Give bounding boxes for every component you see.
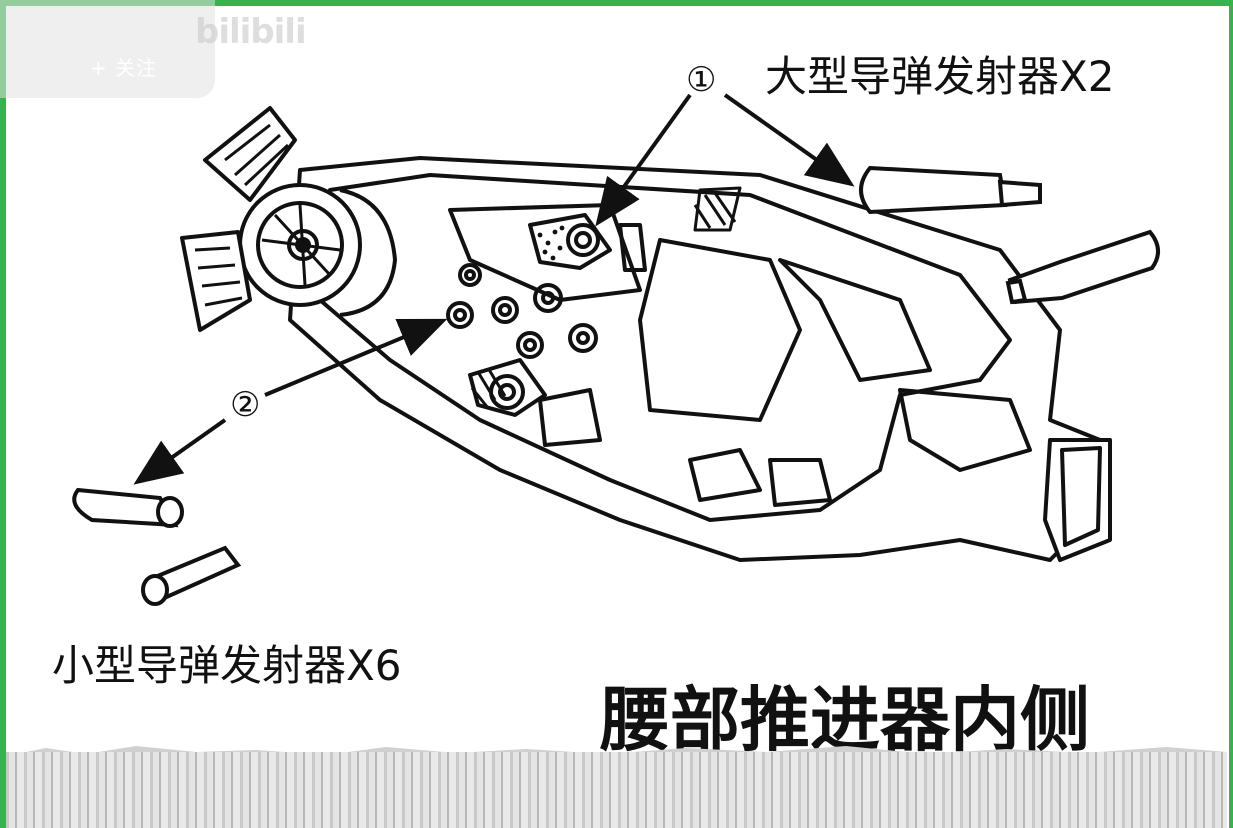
follow-button[interactable]: + 关注 — [90, 56, 158, 80]
thruster-body — [180, 106, 1112, 562]
small-launcher-label: 小型导弹发射器X6 — [52, 641, 402, 690]
arrow-large-2 — [723, 93, 855, 187]
uploader-overlay: + 关注 — [0, 0, 215, 98]
footer-strip — [6, 752, 1227, 828]
arrow-small-1 — [264, 318, 448, 397]
small-missile-launchers — [72, 487, 242, 606]
large-missile-launchers — [859, 165, 1160, 305]
bilibili-watermark: bilibili — [195, 12, 307, 52]
arrow-small-2 — [133, 418, 227, 485]
marker-1: ① — [686, 60, 717, 100]
large-launcher-label: 大型导弹发射器X2 — [765, 52, 1115, 101]
marker-2: ② — [230, 385, 261, 425]
arrow-large-1 — [595, 93, 692, 227]
